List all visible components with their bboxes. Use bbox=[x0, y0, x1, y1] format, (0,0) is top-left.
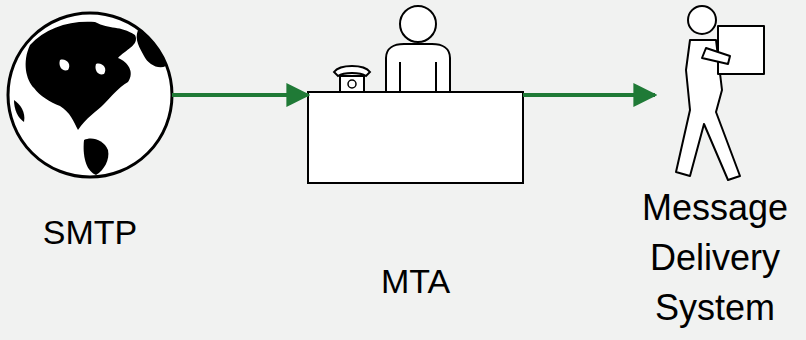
desk-clerk-illustration bbox=[308, 6, 523, 183]
globe-node: SMTP bbox=[8, 10, 172, 260]
node-label: MTA bbox=[308, 261, 523, 301]
courier-node: Message Delivery System bbox=[655, 5, 770, 340]
globe-illustration bbox=[8, 13, 172, 177]
flow-arrow bbox=[523, 93, 655, 97]
flow-arrow bbox=[172, 93, 308, 97]
node-label: Message Delivery System bbox=[625, 183, 805, 333]
node-label: SMTP bbox=[0, 212, 180, 252]
desk-node: MTA bbox=[308, 5, 523, 305]
courier-illustration bbox=[676, 6, 764, 180]
